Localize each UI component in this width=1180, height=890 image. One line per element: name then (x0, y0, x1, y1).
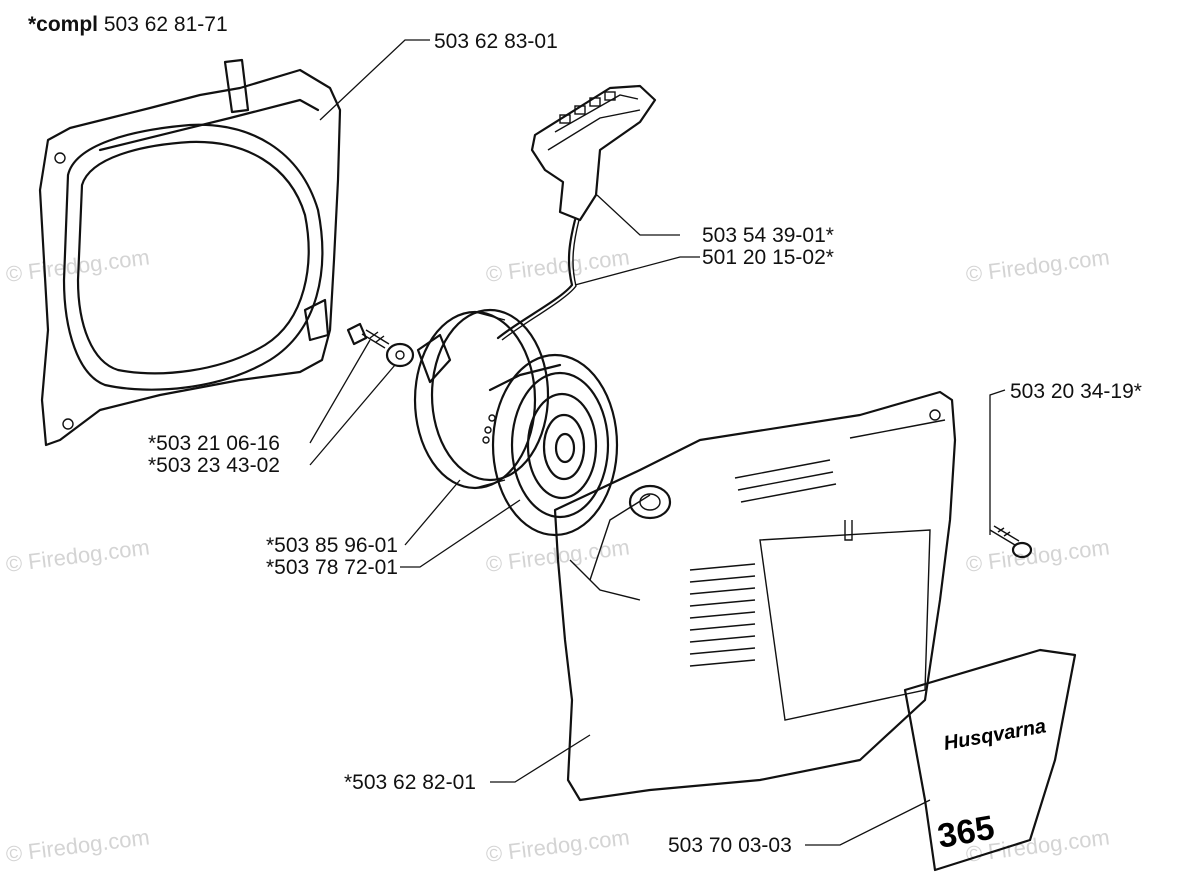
part-label-assembly: *compl 503 62 81-71 (28, 14, 228, 36)
decal-model: 365 (935, 809, 997, 856)
screw-washer-drawing (346, 322, 415, 368)
spring-drawing (488, 353, 619, 537)
part-label-spring: *503 78 72-01 (266, 556, 398, 579)
part-label-starter-cover: *503 62 82-01 (344, 771, 476, 794)
part-label-starter-cord: 501 20 15-02* (702, 246, 834, 269)
screw-right-drawing (989, 525, 1033, 559)
part-label-fan-housing: 503 62 83-01 (434, 30, 558, 53)
starter-handle-drawing (496, 84, 657, 341)
cover-vents (689, 459, 837, 667)
decal-drawing: Husqvarna 365 (903, 648, 1077, 872)
part-label-screw-right: 503 20 34-19* (1010, 380, 1142, 403)
part-label-pulley: *503 85 96-01 (266, 534, 398, 557)
starter-cover-drawing (553, 390, 957, 802)
assembly-prefix: *compl (28, 13, 99, 36)
part-label-starter-handle: 503 54 39-01* (702, 224, 834, 247)
part-label-screw-left: *503 21 06-16 (148, 432, 280, 455)
fan-housing-drawing (38, 58, 342, 447)
decal-brand: Husqvarna (942, 715, 1048, 755)
pulley-drawing (413, 308, 550, 490)
assembly-number: 503 62 81-71 (103, 13, 228, 36)
part-label-decal: 503 70 03-03 (668, 834, 792, 857)
leader-lines (309, 39, 1006, 846)
part-label-washer: *503 23 43-02 (148, 454, 280, 477)
